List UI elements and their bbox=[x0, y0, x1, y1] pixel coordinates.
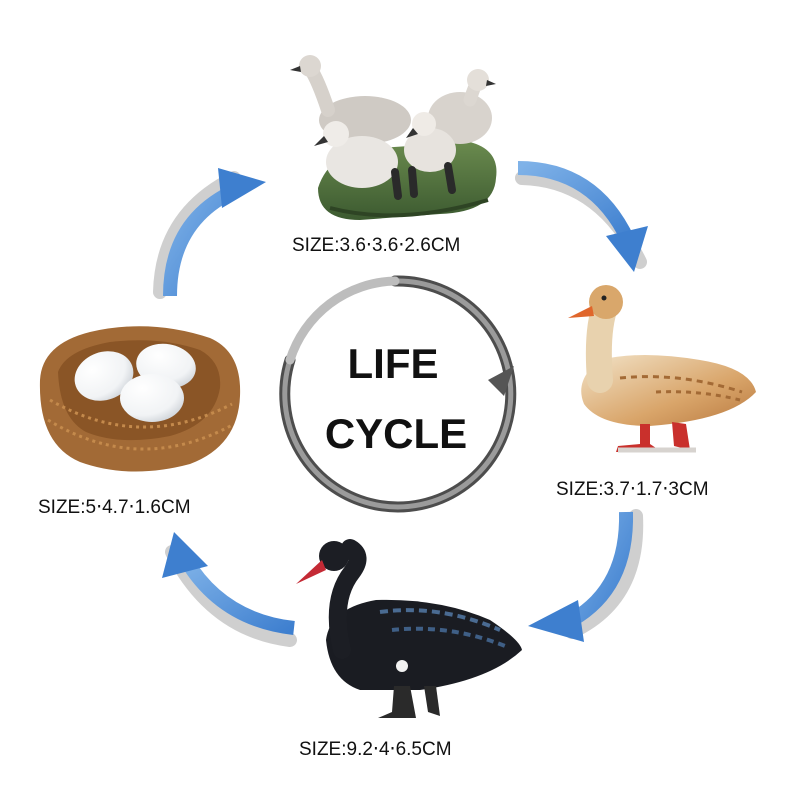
nest-eggs-figure bbox=[39, 326, 241, 472]
goslings-figure bbox=[290, 55, 497, 220]
arrow-top-right-head-icon bbox=[606, 226, 648, 272]
ring-arrowhead-icon bbox=[488, 366, 514, 396]
arrow-bottom-right-head-icon bbox=[528, 600, 584, 642]
goslings-size-label: SIZE:3.6⋅3.6⋅2.6CM bbox=[292, 235, 461, 256]
arrow-top-right bbox=[515, 161, 648, 272]
arrow-bottom-left-head-icon bbox=[162, 532, 208, 578]
arrow-top-left bbox=[153, 168, 266, 299]
center-cycle-ring bbox=[279, 275, 517, 513]
center-title-line1: LIFE bbox=[348, 340, 439, 387]
arrow-top-left-head-icon bbox=[218, 168, 266, 208]
arrow-bottom-right bbox=[528, 509, 644, 642]
juvenile-size-label: SIZE:3.7⋅1.7⋅3CM bbox=[556, 479, 709, 500]
arrow-bottom-left bbox=[162, 532, 297, 647]
nest-eggs-size-label: SIZE:5⋅4.7⋅1.6CM bbox=[38, 497, 191, 518]
juvenile-figure bbox=[568, 285, 756, 453]
adult-swan-size-label: SIZE:9.2⋅4⋅6.5CM bbox=[299, 739, 452, 760]
adult-swan-figure bbox=[296, 539, 522, 718]
center-title-line2: CYCLE bbox=[325, 410, 467, 457]
